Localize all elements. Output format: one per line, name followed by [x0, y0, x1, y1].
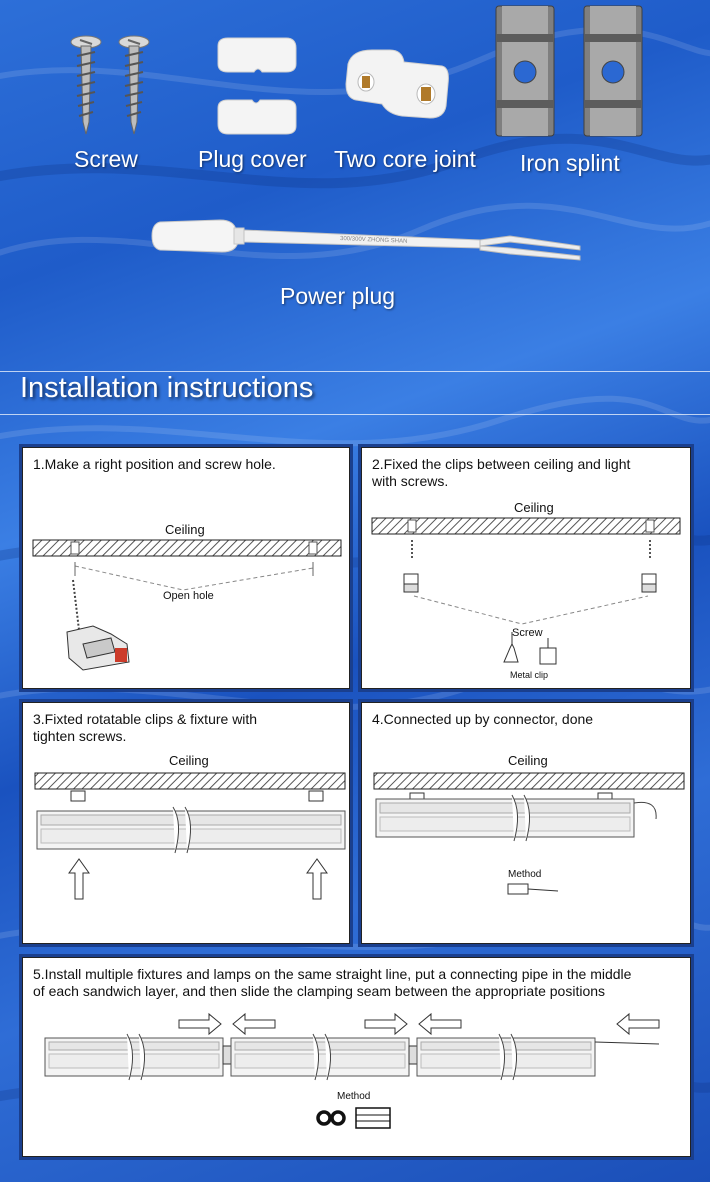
clip — [308, 790, 324, 802]
step-3-panel: 3.Fixted rotatable clips & fixture with … — [22, 702, 350, 944]
arrow-left-icon — [418, 1012, 462, 1036]
arrow-up-icon — [68, 858, 90, 900]
plug-cover-icon — [217, 37, 297, 135]
step-2-text: 2.Fixed the clips between ceiling and li… — [372, 456, 631, 489]
connecting-pipe — [222, 1045, 232, 1065]
arrow-left-icon — [616, 1012, 660, 1036]
step-4-ceiling-label: Ceiling — [508, 753, 548, 768]
step-2-ceiling-label: Ceiling — [514, 500, 554, 515]
step-4-method-label: Method — [508, 869, 541, 880]
step-5-text: 5.Install multiple fixtures and lamps on… — [33, 966, 632, 999]
step-3-diagram: Ceiling — [34, 753, 346, 900]
step-4-text: 4.Connected up by connector, done — [372, 711, 594, 727]
arrow-left-icon — [232, 1012, 276, 1036]
lamp-fixture-3 — [416, 1033, 660, 1081]
lamp-fixture — [375, 792, 657, 842]
link-icon — [316, 1110, 346, 1126]
step-1-panel: 1.Make a right position and screw hole. … — [22, 447, 350, 689]
screw-label-diagram: Screw — [512, 627, 543, 639]
arrow-up-icon — [306, 858, 328, 900]
title-rule-bottom — [0, 414, 710, 415]
two-core-joint-label: Two core joint — [334, 146, 476, 172]
ceiling-bar — [373, 772, 685, 790]
lamp-fixture — [36, 806, 346, 854]
clip — [70, 790, 86, 802]
step-1-diagram: Ceiling Open hole — [32, 522, 342, 671]
screw-down-icon — [641, 540, 657, 593]
iron-splint-label: Iron splint — [520, 150, 620, 176]
step-2-panel: 2.Fixed the clips between ceiling and li… — [361, 447, 691, 689]
metal-clip-label: Metal clip — [510, 670, 548, 680]
two-core-joint-icon — [345, 49, 449, 119]
lamp-fixture-1 — [44, 1033, 224, 1081]
section-title: Installation instructions — [20, 372, 314, 404]
connecting-pipe — [408, 1045, 418, 1065]
step-4-diagram: Ceiling Method — [373, 753, 685, 895]
step-5-panel: 5.Install multiple fixtures and lamps on… — [22, 957, 691, 1157]
step-3-ceiling-label: Ceiling — [169, 753, 209, 768]
ceiling-bar — [34, 772, 346, 790]
iron-splint-icon — [495, 5, 643, 137]
ceiling-bar — [32, 539, 342, 557]
step-4-panel: 4.Connected up by connector, done Ceilin… — [361, 702, 691, 944]
arrow-right-icon — [364, 1012, 408, 1036]
power-plug-label: Power plug — [280, 283, 396, 309]
cable-print-text: 300/300V ZHONG SHAN — [340, 236, 408, 245]
lamp-fixture-2 — [230, 1033, 410, 1081]
arrow-right-icon — [178, 1012, 222, 1036]
title-rule-top — [0, 371, 710, 372]
open-hole-label: Open hole — [163, 590, 214, 602]
power-plug-icon: 300/300V ZHONG SHAN — [151, 219, 581, 261]
step-5-method-label: Method — [337, 1091, 370, 1102]
metal-clip-icon — [503, 632, 557, 665]
step-3-text: 3.Fixted rotatable clips & fixture with … — [33, 711, 258, 744]
step-5-diagram: Method — [44, 1012, 660, 1129]
screw-label: Screw — [74, 146, 138, 172]
step-1-text: 1.Make a right position and screw hole. — [33, 456, 276, 472]
drill-icon — [66, 579, 130, 671]
screw-icon — [70, 35, 150, 135]
ceiling-bar — [371, 517, 681, 535]
step-1-ceiling-label: Ceiling — [165, 522, 205, 537]
pipe-section-icon — [355, 1107, 391, 1129]
step-2-diagram: Ceiling Screw Metal clip — [371, 500, 681, 680]
connector-icon — [507, 883, 559, 895]
plug-cover-label: Plug cover — [198, 146, 307, 172]
screw-down-icon — [403, 540, 419, 593]
